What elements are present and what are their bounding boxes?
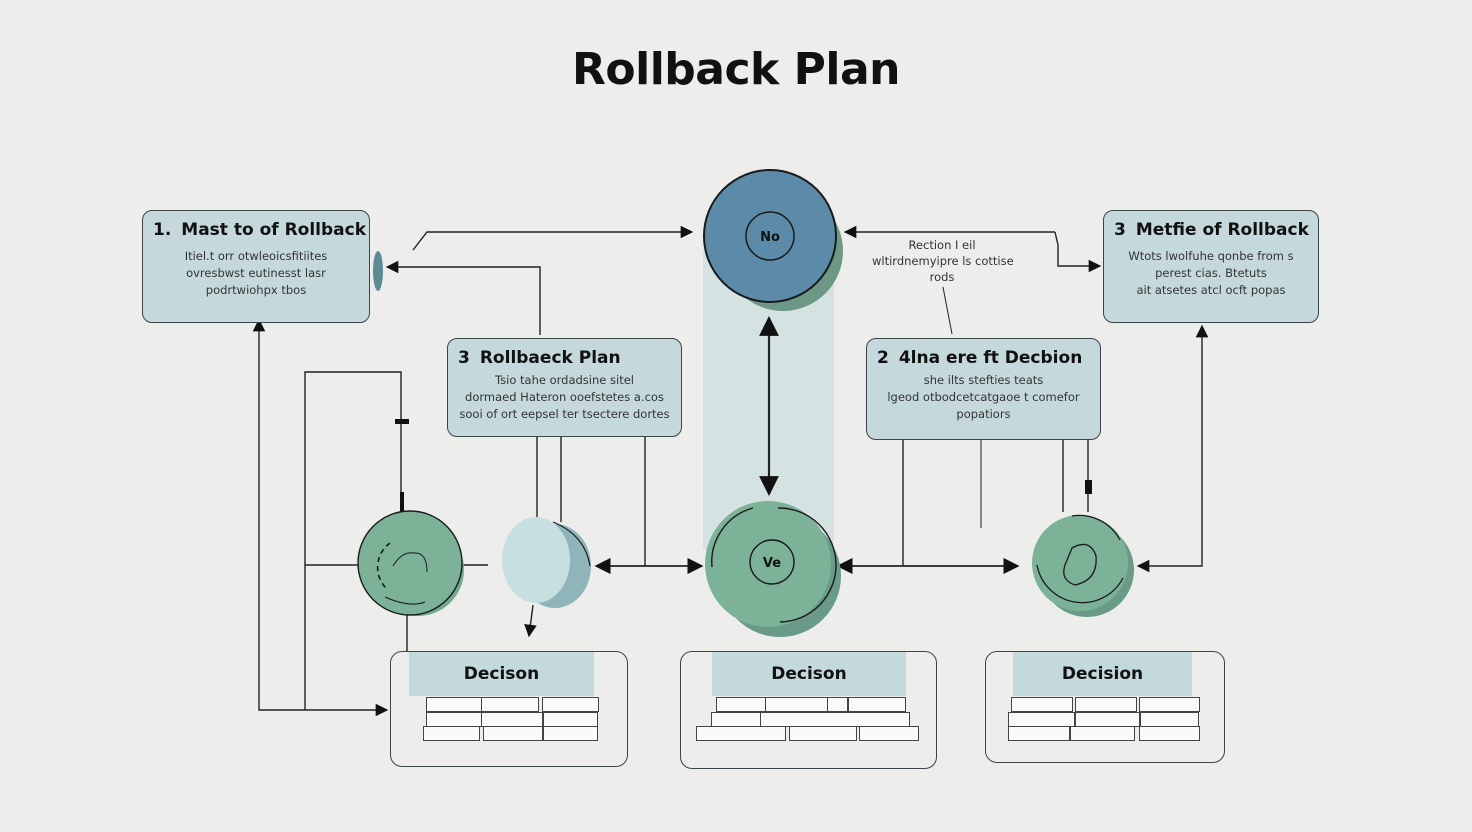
decision-panel-3[interactable]: Decision [985,651,1225,763]
box-text-line: lgeod otbodcetcatgaoe t comefor [887,390,1080,404]
decision-cell [716,697,766,712]
decision-panel-1[interactable]: Decison [390,651,628,767]
box-text-line: ait atsetes atcl ocft popas [1136,283,1286,297]
box-text-line: Tsio tahe ordadsine sitel [495,373,634,387]
page-title: Rollback Plan [572,44,900,95]
node-left-green[interactable] [357,510,464,616]
box-mid-right[interactable]: 2 4lna ere ft Decbion she ilts stefties t… [866,338,1101,440]
connector-left-inner [304,371,402,710]
box-top-left[interactable]: 1. Mast to of Rollback Itiel.t orr otwleo… [142,210,370,323]
box-text-line: perest cias. Btetuts [1155,266,1267,280]
node-yes-label: Ve [763,556,781,571]
box-number: 1. [153,220,172,240]
decision-cell [426,697,482,712]
decision-cell [789,726,857,741]
decision-cell [1075,712,1140,727]
connector-left-loop [252,318,389,717]
box-text-line: Itiel.t orr otwleoicsfitiites [184,249,328,263]
box-text-line: popatiors [956,407,1011,421]
decision-cell [543,712,598,727]
decision-cell [827,697,848,712]
decision-cell [1011,697,1073,712]
decision-cell [1139,697,1200,712]
box-number: 3 [1114,220,1126,240]
node-no-label: No [760,230,780,245]
box-top-right[interactable]: 3 Metfie of Rollback Wtots lwolfuhe qonbe… [1103,210,1319,323]
decision-cell [481,712,543,727]
decision-cell [1008,712,1075,727]
connector-tick-mark [400,492,404,512]
box-text-line: Wtots lwolfuhe qonbe from s [1128,249,1294,263]
decision-panel-2[interactable]: Decison [680,651,937,769]
connector-tick-mark [395,419,409,424]
connector-tick-mark [1085,480,1092,494]
connector-oval [373,251,383,291]
box-text-line: podrtwiohpx tbos [205,283,307,297]
box-title: 4lna ere ft Decbion [898,348,1083,368]
decision-cell [483,726,543,741]
decision-cell [1075,697,1137,712]
node-yes[interactable]: Ve [705,501,841,637]
note-line: wltirdnemyipre ls cottise [872,254,1014,268]
box-title: Mast to of Rollback [181,220,367,240]
decision-cell [696,726,786,741]
box-title: Rollbaeck Plan [479,348,621,368]
decision-label: Decision [1013,652,1192,696]
box-text-line: sooi of ort eepsel ter tsectere dortes [459,407,670,421]
decision-cell [1140,712,1199,727]
decision-cell [859,726,919,741]
decision-cell [1070,726,1135,741]
node-no[interactable]: No [703,169,843,311]
decision-label: Decison [409,652,594,696]
node-right-green[interactable] [1032,514,1134,617]
box-number: 3 [458,348,470,368]
connector-light-down [524,604,537,638]
decision-cell [765,697,828,712]
box-text-line: she ilts stefties teats [923,373,1044,387]
box-number: 2 [877,348,889,368]
decision-cell [760,712,910,727]
note-pointer-line [942,286,953,335]
box-title: Metfie of Rollback [1135,220,1309,240]
decision-label: Decison [712,652,906,696]
decision-cell [1008,726,1070,741]
node-light[interactable] [502,517,591,608]
decision-cell [542,697,599,712]
box-text-line: dormaed Hateron ooefstetes a.cos [465,390,664,404]
decision-cell [543,726,598,741]
connector-midleft-to-topleft [385,260,541,335]
box-text-line: ovresbwst eutinesst lasr [186,266,326,280]
decision-cell [1139,726,1200,741]
note-line: Rection I eil [908,238,976,252]
box-mid-left[interactable]: 3 Rollbaeck Plan Tsio tahe ordadsine site… [447,338,682,437]
decision-cell [423,726,480,741]
connector-no-to-topright [1054,231,1102,273]
decision-cell [426,712,482,727]
note-line: rods [929,270,955,284]
annotation-note: Rection I eil wltirdnemyipre ls cottise … [872,237,1014,285]
decision-cell [711,712,761,727]
decision-cell [848,697,906,712]
decision-cell [481,697,539,712]
connector-topleft-to-no [412,225,694,251]
connector-right-loop [1136,324,1209,573]
